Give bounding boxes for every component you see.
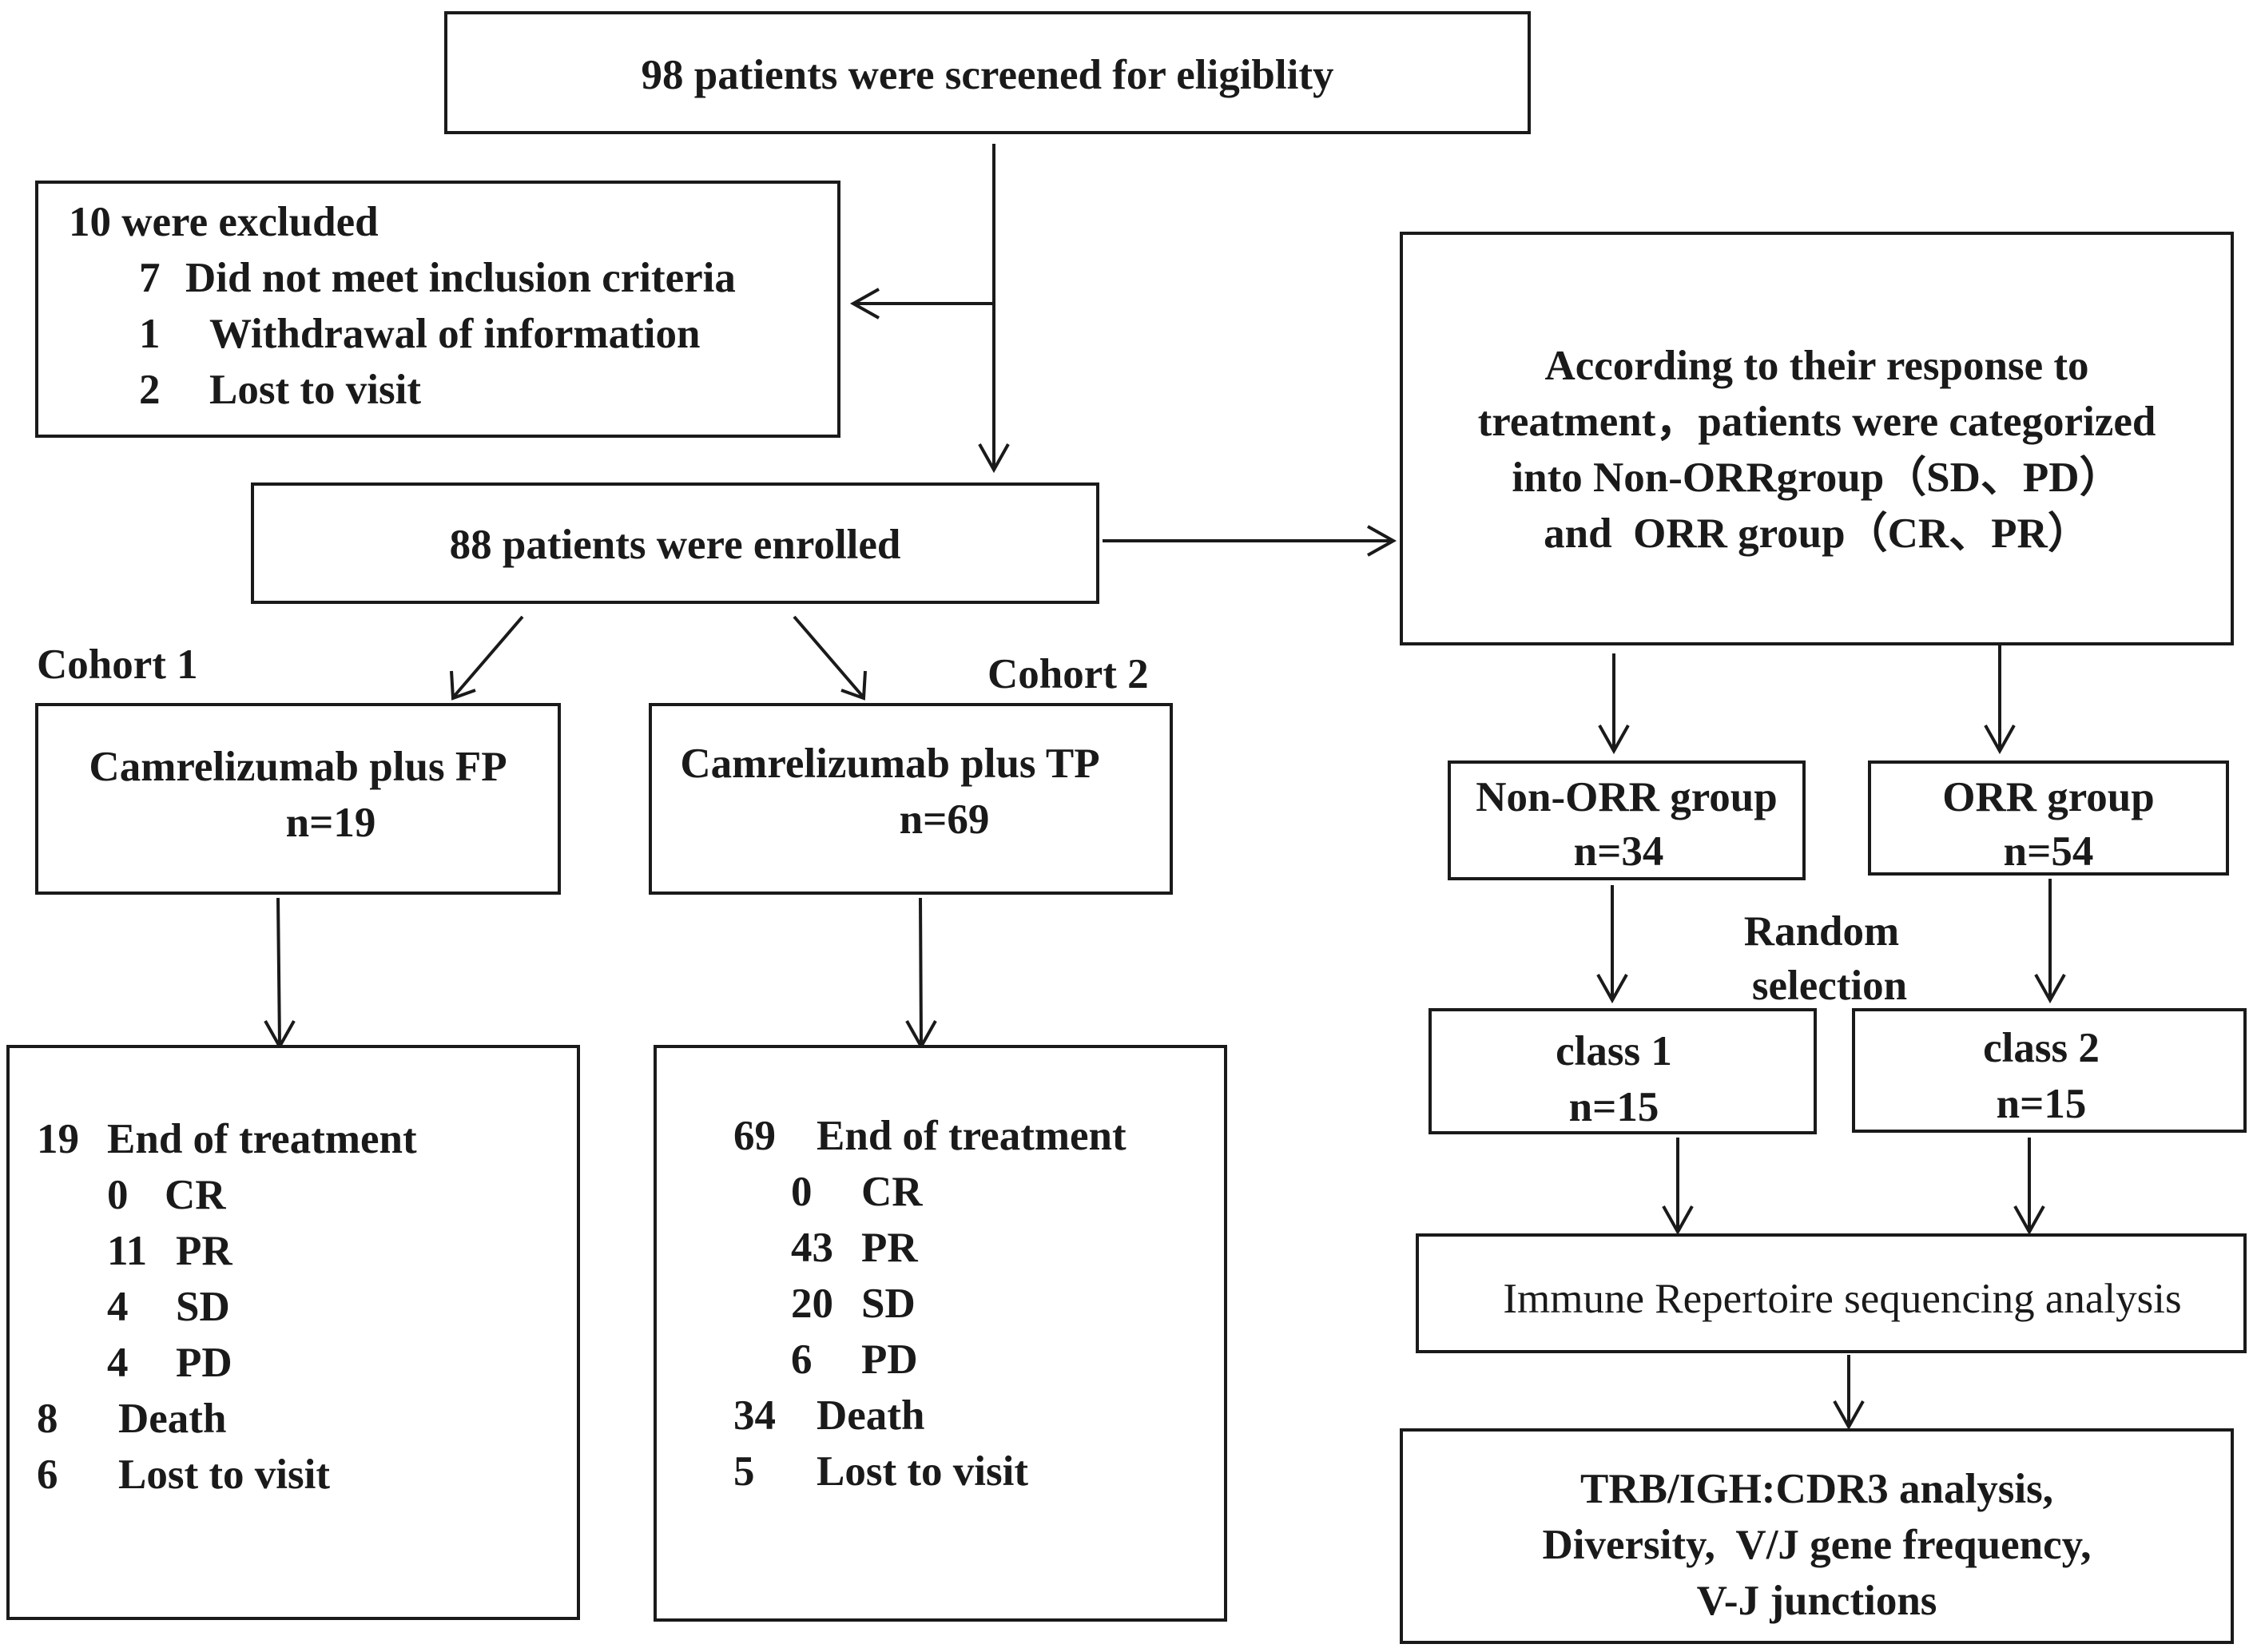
- orr-label: ORR group: [1942, 774, 2155, 820]
- excluded-count: 7: [139, 255, 161, 301]
- analysis-box: [1400, 1428, 2234, 1644]
- class2-n: n=15: [1996, 1081, 2087, 1127]
- class1-box: [1428, 1008, 1817, 1134]
- arrowhead: [2034, 974, 2066, 1004]
- class1-label: class 1: [1556, 1028, 1672, 1074]
- arrowhead: [2013, 1205, 2045, 1236]
- cohort2-box: [649, 703, 1173, 895]
- outcome1-response-count: 11: [107, 1228, 148, 1274]
- cohort1-outcome-box: [6, 1045, 580, 1620]
- outcome1-death-label: Death: [118, 1396, 227, 1442]
- arrow-enrolled-to-cohort1: [452, 615, 524, 698]
- excluded-box: [35, 181, 840, 438]
- categorization-line: According to their response to: [1544, 343, 2089, 389]
- arrowhead: [1598, 725, 1630, 755]
- excluded-reason: Withdrawal of information: [209, 311, 701, 357]
- analysis-line: TRB/IGH:CDR3 analysis,: [1580, 1466, 2053, 1512]
- cohort1-label: Cohort 1: [37, 641, 198, 688]
- class1-n: n=15: [1568, 1084, 1659, 1130]
- arrowhead: [1984, 725, 2016, 755]
- outcome1-end-label: End of treatment: [107, 1116, 417, 1162]
- arrowhead: [450, 670, 476, 701]
- categorization-box: [1400, 232, 2234, 645]
- screened-label: 98 patients were screened for eligiblity: [641, 52, 1334, 98]
- outcome1-end-count: 19: [37, 1116, 79, 1162]
- categorization-line: and ORR group（CR、PR）: [1544, 510, 2090, 557]
- analysis-line: Diversity, V/J gene frequency,: [1542, 1522, 2092, 1568]
- outcome2-response-count: 43: [791, 1225, 833, 1271]
- outcome2-response-label: PD: [861, 1336, 918, 1383]
- outcome2-lost-count: 5: [733, 1448, 755, 1495]
- excluded-title: 10 were excluded: [69, 199, 379, 245]
- outcome1-response-count: 4: [107, 1284, 129, 1330]
- arrowhead: [849, 288, 880, 320]
- class2-box: [1852, 1008, 2247, 1133]
- categorization-line: into Non-ORRgroup（SD、PD）: [1512, 455, 2122, 501]
- outcome1-response-label: SD: [176, 1284, 230, 1330]
- enrolled-label: 88 patients were enrolled: [449, 522, 901, 568]
- outcome2-death-count: 34: [733, 1392, 776, 1439]
- excluded-reason: Lost to visit: [209, 367, 421, 413]
- random-selection-line2: selection: [1751, 963, 1908, 1009]
- outcome1-lost-label: Lost to visit: [118, 1451, 330, 1498]
- non-orr-label: Non-ORR group: [1476, 774, 1778, 820]
- arrowhead: [1367, 525, 1397, 557]
- excluded-count: 2: [139, 367, 161, 413]
- cohort2-label: Cohort 2: [987, 651, 1149, 697]
- outcome2-end-label: End of treatment: [817, 1113, 1126, 1159]
- arrowhead: [840, 670, 867, 701]
- outcome2-response-label: CR: [861, 1169, 923, 1215]
- cohort2-treatment: Camrelizumab plus TP: [680, 741, 1100, 787]
- outcome2-response-count: 0: [791, 1169, 813, 1215]
- analysis-line: V-J junctions: [1696, 1578, 1937, 1624]
- screened-box: [444, 11, 1531, 134]
- class2-label: class 2: [1983, 1025, 2100, 1071]
- arrowhead: [1662, 1205, 1694, 1236]
- categorization-line: treatment，patients were categorized: [1477, 399, 2156, 445]
- random-selection-line1: Random: [1743, 908, 1900, 955]
- enrolled-box: [251, 482, 1099, 604]
- outcome2-end-count: 69: [733, 1113, 776, 1159]
- orr-n: n=54: [2003, 828, 2094, 875]
- sequencing-box: [1416, 1233, 2247, 1353]
- outcome2-response-count: 6: [791, 1336, 813, 1383]
- outcome1-response-count: 0: [107, 1172, 129, 1218]
- arrowhead: [1596, 974, 1628, 1004]
- non-orr-box: [1448, 760, 1806, 880]
- outcome1-death-count: 8: [37, 1396, 58, 1442]
- non-orr-n: n=34: [1573, 828, 1664, 875]
- excluded-count: 1: [139, 311, 161, 357]
- cohort1-box: [35, 703, 561, 895]
- arrowhead: [1833, 1400, 1865, 1431]
- outcome1-response-label: CR: [165, 1172, 226, 1218]
- outcome1-response-count: 4: [107, 1340, 129, 1386]
- sequencing-label: Immune Repertoire sequencing analysis: [1503, 1276, 2182, 1322]
- arrow-enrolled-to-cohort2: [793, 615, 864, 698]
- outcome2-response-label: PR: [861, 1225, 918, 1271]
- cohort1-n: n=19: [285, 800, 376, 846]
- outcome2-response-count: 20: [791, 1281, 833, 1327]
- cohort1-treatment: Camrelizumab plus FP: [89, 744, 507, 790]
- arrow-cohort1-to-outcome1: [276, 897, 281, 1046]
- outcome1-response-label: PR: [176, 1228, 232, 1274]
- excluded-reason: Did not meet inclusion criteria: [185, 255, 736, 301]
- outcome2-response-label: SD: [861, 1281, 916, 1327]
- outcome1-lost-count: 6: [37, 1451, 58, 1498]
- outcome2-lost-label: Lost to visit: [817, 1448, 1028, 1495]
- outcome1-response-label: PD: [176, 1340, 232, 1386]
- orr-box: [1868, 760, 2229, 876]
- arrow-cohort2-to-outcome2: [919, 897, 923, 1046]
- cohort2-outcome-box: [654, 1045, 1227, 1622]
- outcome2-death-label: Death: [817, 1392, 925, 1439]
- arrowhead: [978, 443, 1010, 474]
- cohort2-n: n=69: [899, 796, 990, 843]
